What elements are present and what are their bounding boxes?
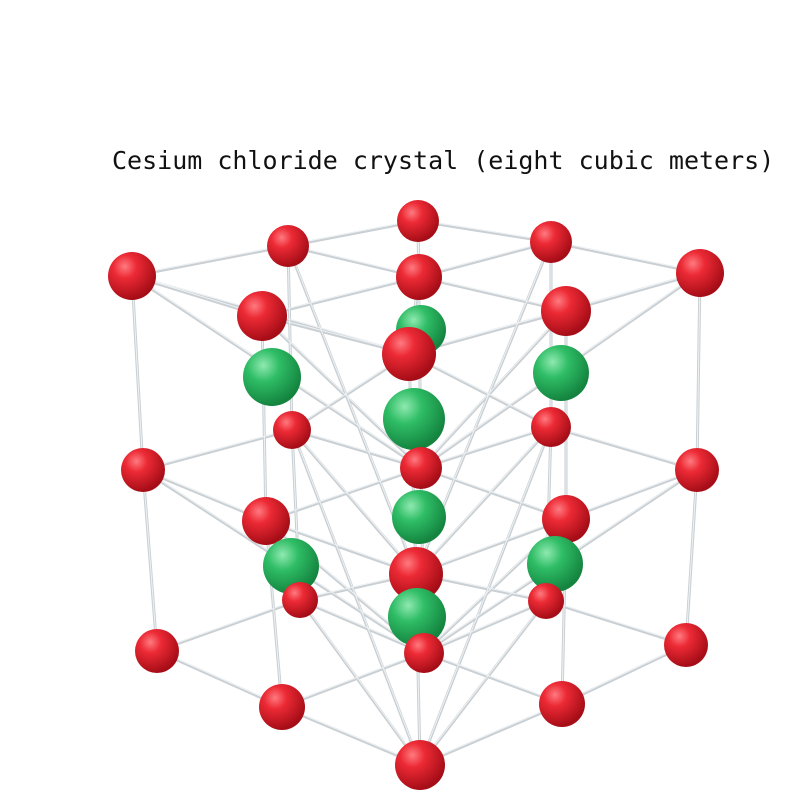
rod-highlight (420, 309, 567, 468)
caption-text: Cesium chloride crystal (eight cubic met… (112, 146, 775, 175)
rod-highlight (420, 425, 552, 468)
rod-highlight (265, 466, 422, 521)
rod-highlight (299, 598, 421, 765)
rod (290, 428, 423, 470)
rod (549, 240, 702, 275)
rod (141, 428, 294, 472)
rod-highlight (418, 275, 567, 311)
rod-highlight (419, 425, 552, 765)
chloride-atom (273, 411, 311, 449)
chloride-atom (267, 225, 309, 267)
chloride-atom (396, 254, 442, 300)
rod (418, 702, 564, 767)
rod (419, 466, 568, 521)
cesium-atom (533, 345, 589, 401)
rod-highlight (696, 271, 701, 470)
rod (419, 425, 553, 470)
chloride-atom (664, 623, 708, 667)
rod-highlight (545, 599, 687, 645)
rod-highlight (287, 219, 419, 246)
rod-highlight (142, 468, 158, 651)
chloride-atom (242, 497, 290, 545)
chloride-atom (108, 252, 156, 300)
rod (544, 599, 688, 647)
chloride-atom (389, 547, 443, 601)
chloride-atom (259, 684, 305, 730)
rod-highlight (291, 428, 421, 765)
chloride-atom (237, 291, 287, 341)
chloride-atom (404, 633, 444, 673)
chloride-atom (395, 740, 445, 790)
rod-highlight (291, 428, 417, 574)
rod-highlight (423, 651, 563, 704)
rod-highlight (299, 598, 425, 653)
chloride-atom (531, 407, 571, 447)
chloride-atom (676, 249, 724, 297)
chloride-atom (539, 681, 585, 727)
cesium-atom (383, 388, 445, 450)
rod-highlight (281, 651, 425, 707)
chloride-atom (135, 629, 179, 673)
rod-highlight (550, 240, 701, 273)
cesium-atom (388, 588, 446, 646)
rod-highlight (419, 702, 563, 765)
cesium-atom (243, 348, 301, 406)
rod-highlight (561, 643, 687, 704)
rod (298, 598, 422, 767)
rod-highlight (550, 425, 698, 470)
cesium-atom (527, 536, 583, 592)
rod-highlight (418, 240, 552, 277)
rod-highlight (291, 428, 422, 468)
rod (422, 651, 564, 706)
rod-highlight (261, 314, 267, 521)
rod-highlight (685, 468, 698, 645)
rod-highlight (156, 649, 283, 707)
chloride-atom (675, 448, 719, 492)
rod (419, 309, 568, 470)
rod (422, 599, 548, 655)
chloride-atom (400, 447, 442, 489)
atom-balls (108, 200, 724, 790)
rod (298, 598, 426, 655)
chloride-atom (542, 495, 590, 543)
rod-highlight (261, 275, 420, 316)
cesium-atom (263, 538, 319, 594)
chloride-atom (528, 583, 564, 619)
chloride-atom (397, 200, 439, 242)
rod (290, 428, 418, 576)
chloride-atom (382, 327, 436, 381)
rod (416, 219, 553, 244)
chloride-atom (530, 221, 572, 263)
rod (264, 466, 423, 523)
rod (418, 599, 548, 767)
rod-highlight (131, 244, 289, 276)
chloride-atom (282, 582, 318, 618)
rod (414, 425, 553, 576)
rod-highlight (423, 599, 547, 653)
rod (549, 425, 699, 472)
rod-highlight (420, 466, 567, 519)
chloride-atom (121, 448, 165, 492)
rod-highlight (142, 428, 293, 470)
rod (155, 598, 302, 653)
rod (417, 275, 568, 313)
rod-highlight (415, 425, 552, 574)
rod (280, 651, 426, 709)
cesium-atom (392, 490, 446, 544)
rod (286, 219, 420, 248)
rod-highlight (131, 274, 144, 470)
chloride-atom (541, 286, 591, 336)
rod-highlight (281, 705, 421, 765)
rod-highlight (417, 219, 552, 242)
rod-highlight (156, 598, 301, 651)
rod-highlight (419, 599, 547, 765)
rod (130, 244, 290, 278)
